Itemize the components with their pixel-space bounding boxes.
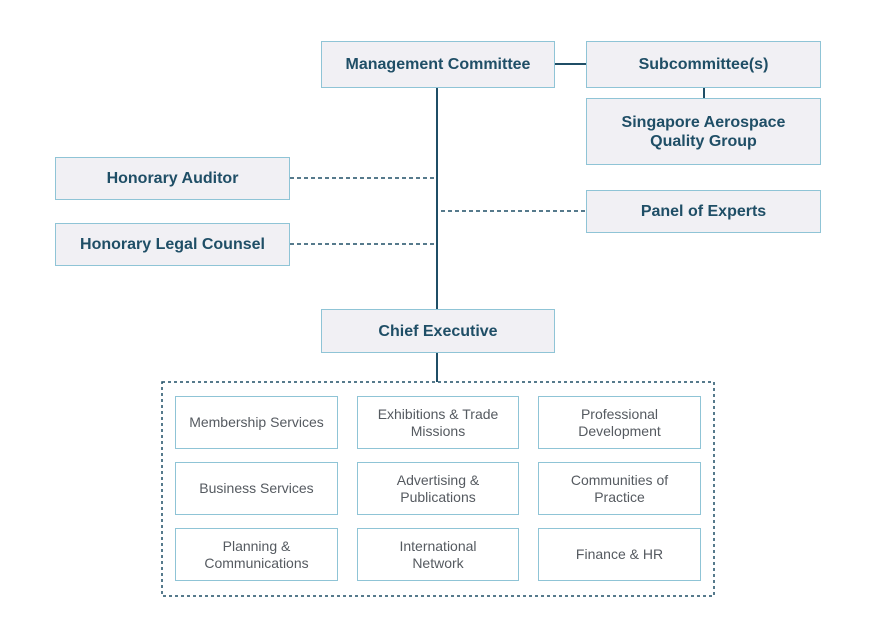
management-committee-box: Management Committee xyxy=(321,41,555,88)
department-label: Planning & Communications xyxy=(204,537,309,571)
panel-of-experts-label: Panel of Experts xyxy=(640,203,767,220)
honorary-legal-counsel-label: Honorary Legal Counsel xyxy=(80,236,265,253)
department-label: Professional Development xyxy=(578,405,661,439)
department-box: Advertising & Publications xyxy=(357,462,519,515)
department-label: Business Services xyxy=(199,480,314,496)
department-box: Membership Services xyxy=(175,396,338,449)
quality-group-label: Singapore Aerospace Quality Group xyxy=(621,113,786,150)
departments-frame xyxy=(161,381,715,597)
department-box: Planning & Communications xyxy=(175,528,338,581)
department-label: Advertising & Publications xyxy=(396,471,480,505)
department-box: Finance & HR xyxy=(538,528,701,581)
department-box: Business Services xyxy=(175,462,338,515)
honorary-auditor-label: Honorary Auditor xyxy=(106,170,239,187)
department-label: International Network xyxy=(399,537,477,571)
quality-group-box: Singapore Aerospace Quality Group xyxy=(586,98,821,165)
department-label: Exhibitions & Trade Missions xyxy=(377,405,499,439)
department-box: International Network xyxy=(357,528,519,581)
subcommittees-label: Subcommittee(s) xyxy=(638,56,769,73)
department-label: Finance & HR xyxy=(575,546,664,562)
honorary-auditor-box: Honorary Auditor xyxy=(55,157,290,200)
department-box: Communities of Practice xyxy=(538,462,701,515)
management-committee-label: Management Committee xyxy=(345,56,531,73)
honorary-legal-counsel-box: Honorary Legal Counsel xyxy=(55,223,290,266)
department-box: Professional Development xyxy=(538,396,701,449)
chief-executive-label: Chief Executive xyxy=(378,322,498,340)
panel-of-experts-box: Panel of Experts xyxy=(586,190,821,233)
subcommittees-box: Subcommittee(s) xyxy=(586,41,821,88)
department-label: Communities of Practice xyxy=(570,471,669,505)
chief-executive-box: Chief Executive xyxy=(321,309,555,353)
department-label: Membership Services xyxy=(189,414,324,430)
department-box: Exhibitions & Trade Missions xyxy=(357,396,519,449)
